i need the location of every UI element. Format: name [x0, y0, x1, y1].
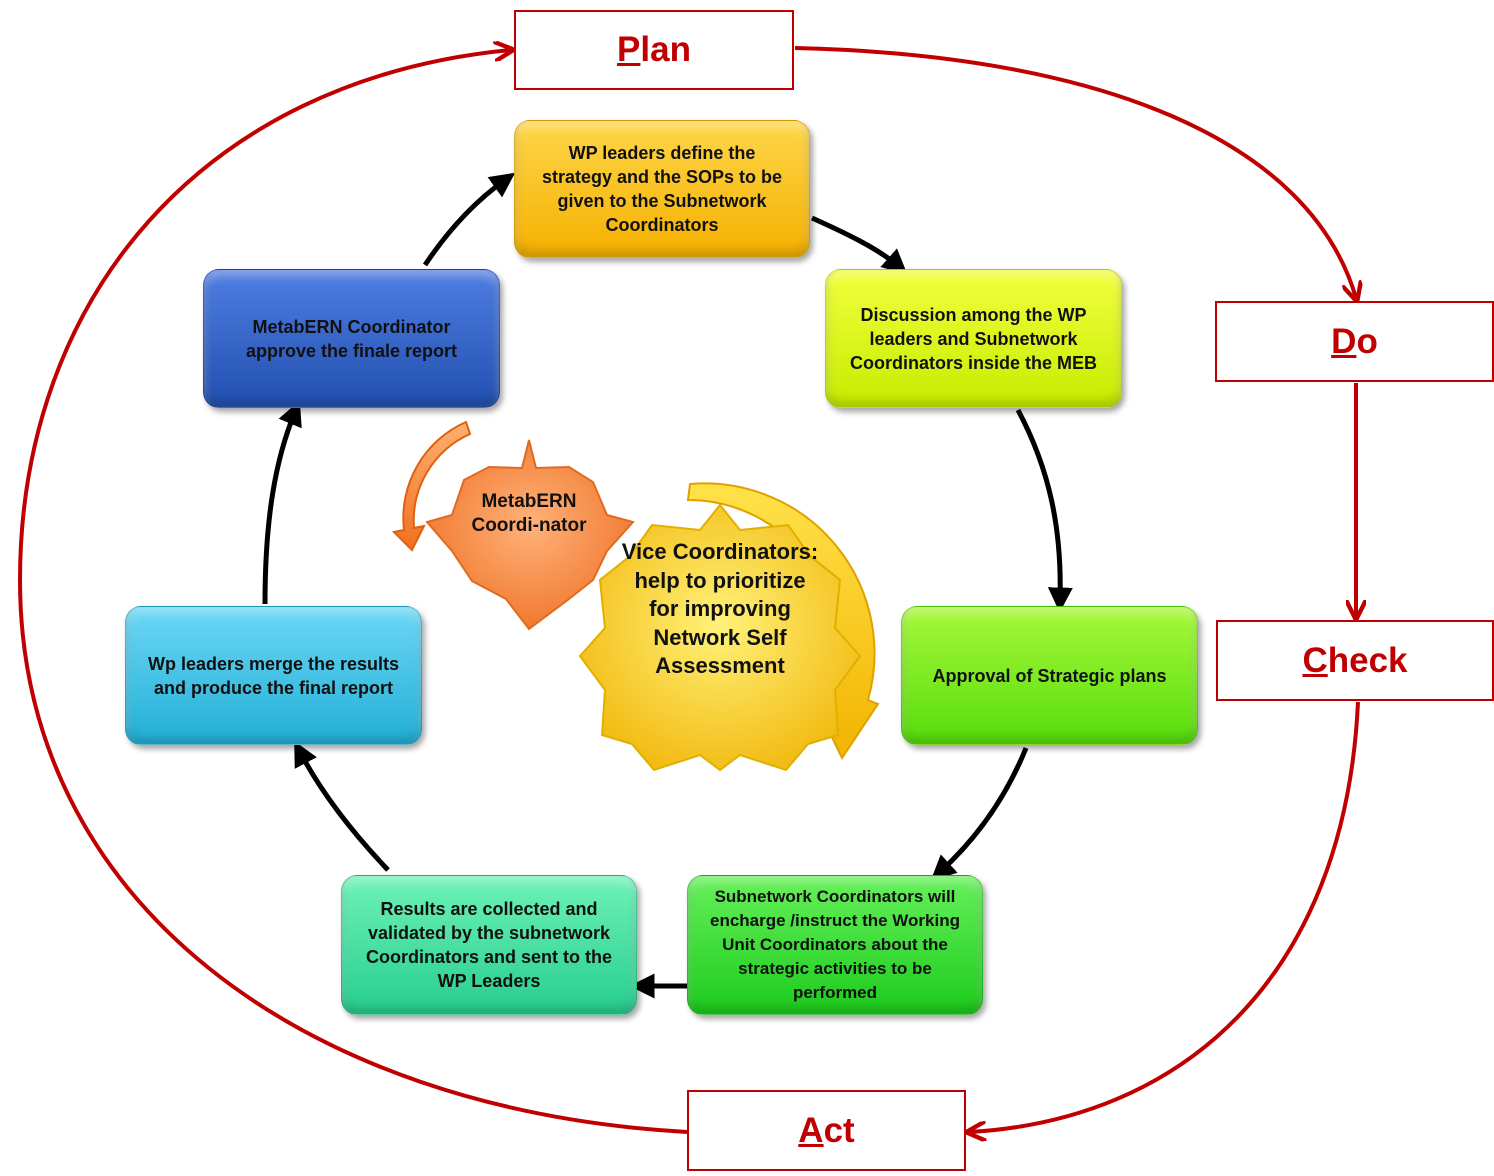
step-approval-strategic-plans: Approval of Strategic plans	[901, 606, 1198, 745]
step-approve-text: MetabERN Coordinator approve the finale …	[245, 316, 458, 361]
red-arrow-act-to-plan	[17, 50, 688, 1134]
step-subnetwork-text: Subnetwork Coordinators will encharge /i…	[709, 887, 960, 1002]
step-merge-results: Wp leaders merge the results and produce…	[125, 606, 422, 745]
step-merge-text: Wp leaders merge the results and produce…	[147, 653, 400, 698]
coordinator-gear	[425, 439, 635, 631]
plan-label-rest: lan	[640, 30, 691, 69]
black-arrow-discussion-to-approval	[1015, 408, 1073, 613]
do-label-rest: o	[1356, 321, 1378, 361]
step-discussion-text: Discussion among the WP leaders and Subn…	[849, 304, 1098, 373]
orange-curved-arrow	[391, 420, 472, 552]
black-arrow-merge-to-approve	[262, 400, 302, 605]
check-label-initial: C	[1302, 640, 1328, 680]
step-define-strategy: WP leaders define the strategy and the S…	[514, 120, 810, 258]
step-subnetwork-instruct: Subnetwork Coordinators will encharge /i…	[687, 875, 983, 1015]
red-arrow-check-to-act	[970, 701, 1360, 1132]
black-arrow-results-to-merge	[294, 740, 390, 872]
vice-coordinators-gear-label: Vice Coordinators: help to prioritize fo…	[621, 539, 819, 678]
plan-label-initial: P	[617, 30, 641, 69]
black-arrow-strategy-to-discussion	[810, 215, 908, 275]
step-results-text: Results are collected and validated by t…	[365, 899, 612, 991]
do-label-initial: D	[1331, 321, 1357, 361]
step-discussion: Discussion among the WP leaders and Subn…	[825, 269, 1122, 408]
step-results-collected: Results are collected and validated by t…	[341, 875, 637, 1015]
check-label-rest: heck	[1327, 640, 1408, 680]
vice-coordinators-gear	[578, 503, 862, 772]
black-arrow-approval-to-subnetwork	[930, 747, 1029, 881]
coordinator-gear-label: MetabERN Coordi-nator	[471, 491, 587, 536]
step-approval-text: Approval of Strategic plans	[932, 665, 1167, 686]
step-approve-final-report: MetabERN Coordinator approve the finale …	[203, 269, 500, 408]
black-arrow-approve-to-strategy	[422, 172, 516, 267]
act-label-rest: ct	[823, 1110, 855, 1150]
step-define-strategy-text: WP leaders define the strategy and the S…	[541, 143, 783, 235]
red-arrow-plan-to-do	[794, 46, 1356, 298]
act-label-initial: A	[798, 1110, 824, 1150]
